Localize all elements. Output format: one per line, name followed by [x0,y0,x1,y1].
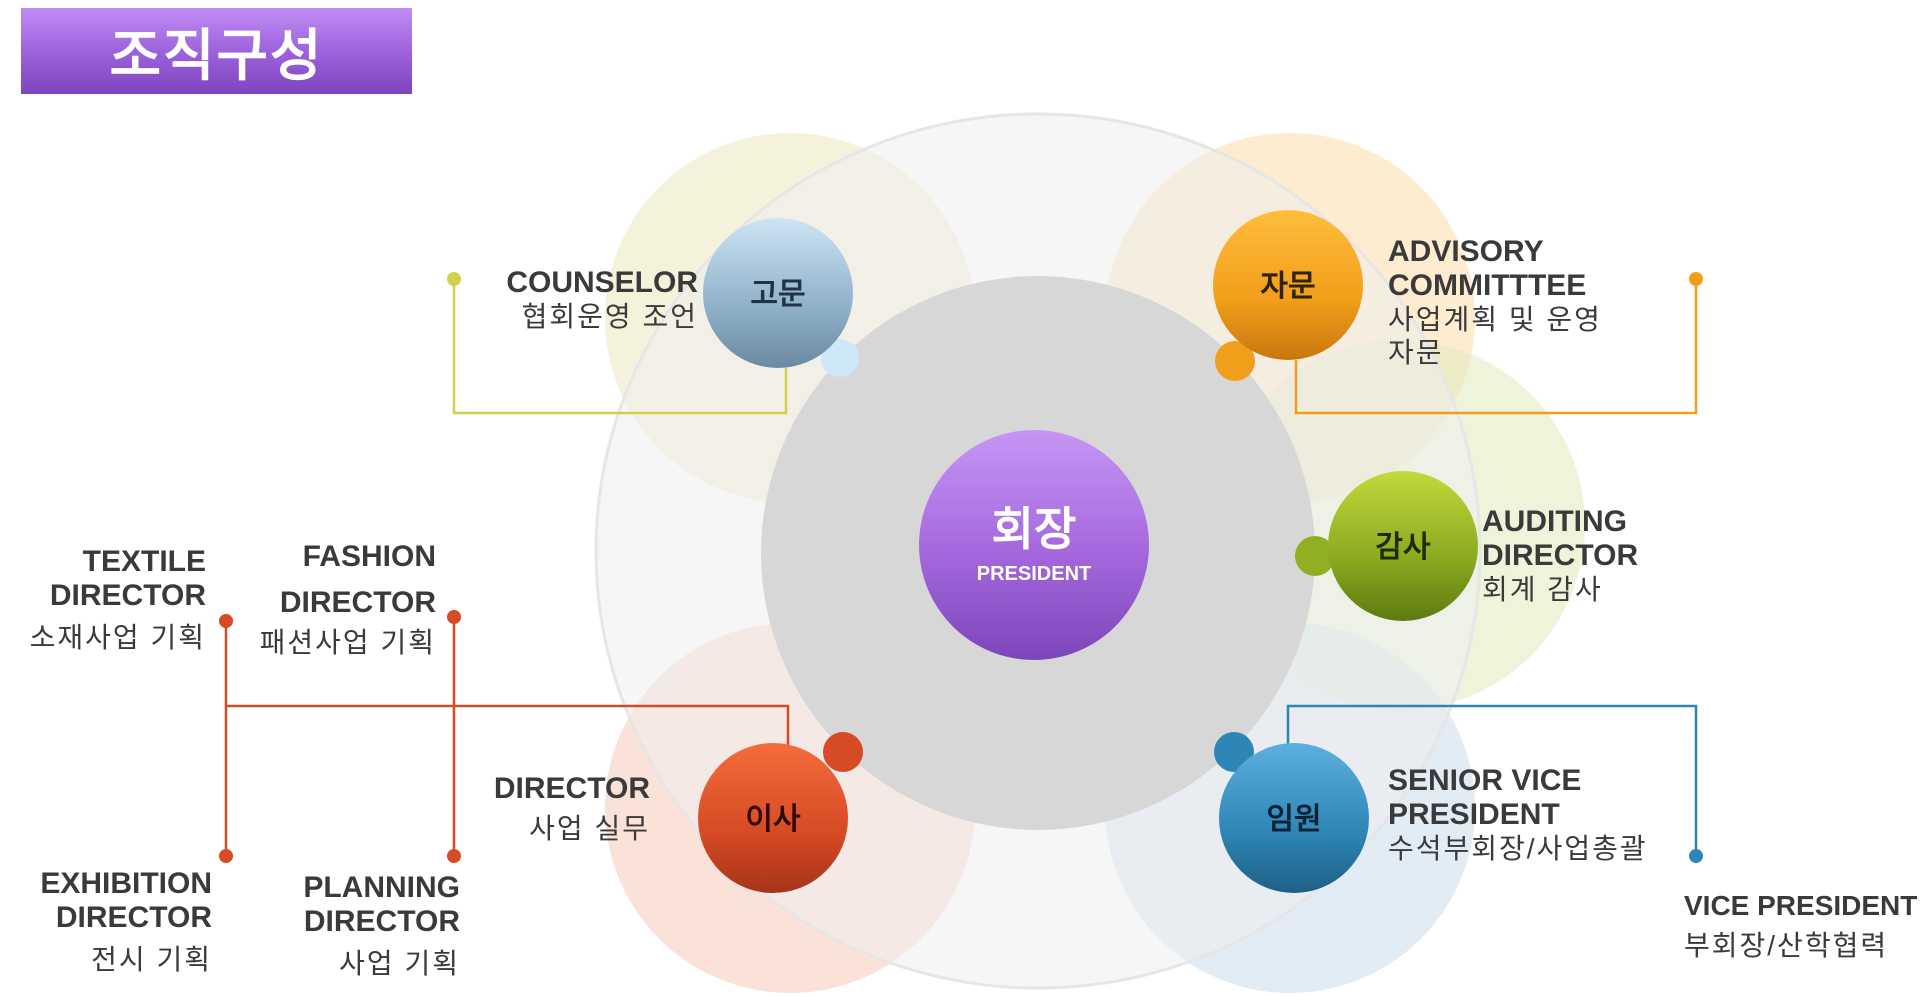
advisory-connector-dot [1689,272,1703,286]
director-desc: 사업 실무 [529,813,650,844]
auditing-circle [1328,471,1478,621]
advisory-connector [1294,279,1698,415]
exhibition-en-2: DIRECTOR [55,901,212,934]
director-label: DIRECTOR 사업 실무 [476,772,650,845]
vice-president-en: VICE PRESIDENT [1684,890,1918,921]
fashion-desc: 패션사업 기획 [259,627,436,658]
textile-label: TEXTILE DIRECTOR 소재사업 기획 [10,545,206,654]
vice-president-label: VICE PRESIDENT 부회장/산학협력 [1684,889,1920,962]
counselor-label: COUNSELOR 협회운영 조언 [470,266,698,333]
textile-en-1: TEXTILE [82,545,206,578]
counselor-en: COUNSELOR [506,266,698,299]
advisory-accent-dot [1215,341,1255,381]
advisory-ko: 자문 [1260,269,1315,304]
advisory-en-2: COMMITTTEE [1388,269,1587,302]
senior-vp-desc: 수석부회장/사업총괄 [1388,833,1648,864]
fashion-label: FASHION DIRECTOR 패션사업 기획 [240,540,436,659]
exhibition-label: EXHIBITION DIRECTOR 전시 기획 [10,867,212,976]
page-title: 조직구성 [21,8,412,94]
auditing-en-1: AUDITING [1482,505,1627,538]
auditing-label: AUDITING DIRECTOR 회계 감사 [1482,505,1682,606]
vice-president-dot [1689,849,1703,863]
counselor-ko: 고문 [750,277,805,312]
senior-vp-accent-dot [1214,732,1254,772]
planning-desc: 사업 기획 [339,948,460,979]
president-en: PRESIDENT [977,563,1091,585]
planning-en-2: DIRECTOR [303,905,460,938]
auditing-ko: 감사 [1375,530,1431,565]
planning-dot [447,849,461,863]
senior-vp-label: SENIOR VICE PRESIDENT 수석부회장/사업총괄 [1388,764,1688,865]
advisory-circle [1213,210,1363,360]
director-connector [226,704,790,747]
advisory-desc-1: 사업계획 및 운영 [1388,304,1602,335]
director-ko: 이사 [745,802,801,837]
vice-president-desc: 부회장/산학협력 [1684,930,1889,961]
planning-label: PLANNING DIRECTOR 사업 기획 [254,871,460,980]
director-accent-dot [823,732,863,772]
counselor-connector [452,279,788,415]
advisory-en-1: ADVISORY [1388,235,1544,268]
fashion-en-2: DIRECTOR [279,586,436,619]
advisory-label: ADVISORY COMMITTTEE 사업계획 및 운영 자문 [1388,235,1688,369]
counselor-circle [703,218,853,368]
exhibition-en-1: EXHIBITION [40,867,212,900]
director-circle [698,743,848,893]
planning-en-1: PLANNING [303,871,460,904]
senior-vp-connector [1286,704,1698,856]
textile-desc: 소재사업 기획 [29,622,206,653]
auditing-accent-dot [1295,536,1335,576]
textile-en-2: DIRECTOR [49,579,206,612]
textile-dot [219,614,233,628]
exhibition-dot [219,849,233,863]
president-ko: 회장 [992,502,1077,556]
senior-vp-circle [1219,743,1369,893]
advisory-desc-2: 자문 [1388,337,1444,368]
counselor-connector-dot [447,272,461,286]
senior-vp-en-1: SENIOR VICE [1388,764,1582,797]
president-circle [919,430,1149,660]
fashion-dot [447,610,461,624]
counselor-accent-dot [821,339,859,377]
senior-vp-ko: 임원 [1266,802,1321,837]
auditing-en-2: DIRECTOR [1482,539,1639,572]
fashion-en-1: FASHION [302,540,436,573]
auditing-desc: 회계 감사 [1482,574,1603,605]
exhibition-desc: 전시 기획 [91,944,212,975]
director-en: DIRECTOR [493,772,650,805]
counselor-desc: 협회운영 조언 [521,301,698,332]
senior-vp-en-2: PRESIDENT [1388,798,1560,831]
